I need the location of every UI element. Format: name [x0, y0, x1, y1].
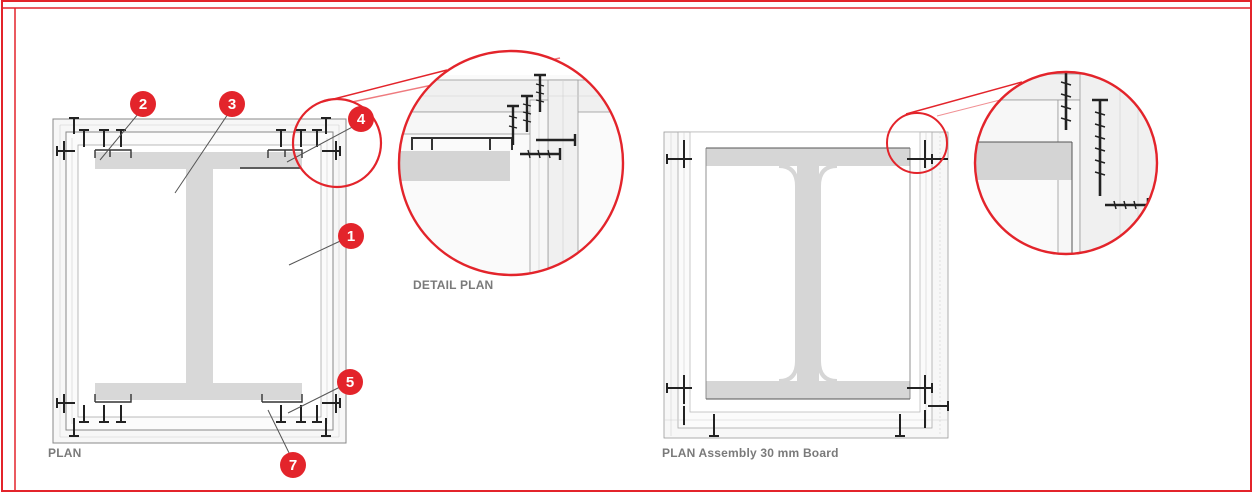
detail-magnifier	[397, 49, 625, 277]
numbered-marker-7: 7	[280, 452, 306, 478]
marker-label: 1	[347, 228, 355, 245]
plan-drawing	[52, 97, 383, 462]
magnifier-circle	[886, 112, 948, 174]
marker-label: 3	[228, 96, 236, 113]
marker-label: 5	[346, 374, 354, 391]
screw-icon	[56, 117, 341, 160]
marker-label: 4	[357, 111, 366, 128]
plan-caption: PLAN	[48, 446, 82, 460]
marker-label: 2	[139, 96, 147, 113]
screw-icon	[507, 73, 577, 160]
magnifier-circle	[973, 70, 1159, 256]
leader-lines	[99, 107, 359, 462]
plan-assembly-drawing	[663, 112, 949, 439]
numbered-marker-4: 4	[348, 106, 374, 132]
numbered-marker-3: 3	[219, 91, 245, 117]
screw-icon	[56, 394, 341, 437]
detail-plan-caption: DETAIL PLAN	[413, 278, 494, 292]
magnifier-circle	[397, 49, 625, 277]
numbered-marker-2: 2	[130, 91, 156, 117]
magnifier-circle	[291, 97, 383, 189]
top-flange	[95, 152, 302, 169]
bottom-flange	[95, 383, 302, 400]
screw-icon	[666, 140, 949, 437]
marker-label: 7	[289, 457, 297, 474]
numbered-marker-1: 1	[338, 223, 364, 249]
plan-assembly-caption: PLAN Assembly 30 mm Board	[662, 446, 839, 460]
numbered-marker-5: 5	[337, 369, 363, 395]
